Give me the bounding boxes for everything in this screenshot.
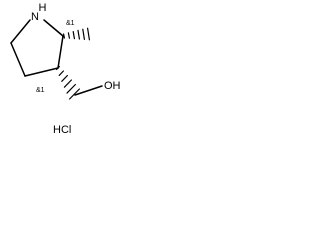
chemical-structure-diagram: N H OH &1 &1 HCl xyxy=(10,2,121,136)
nitrogen-hydrogen-label: H xyxy=(39,2,47,14)
bond-c5-c4 xyxy=(10,42,26,77)
bond-c3-c2 xyxy=(57,35,64,69)
nitrogen-label: N xyxy=(31,11,39,23)
bond-c4-c3 xyxy=(24,67,59,77)
bond-n1-c2 xyxy=(43,19,64,37)
hydrochloride-label: HCl xyxy=(53,124,71,136)
hashed-bond-c3-ch2 xyxy=(55,65,81,100)
hydroxyl-label: OH xyxy=(104,80,121,92)
hashed-bond-c2-methyl xyxy=(62,27,91,41)
bond-n1-c5 xyxy=(10,19,31,44)
stereo-label-c3: &1 xyxy=(36,87,45,94)
bond-ch2-oxygen xyxy=(74,85,103,96)
stereo-label-c2: &1 xyxy=(66,20,75,27)
